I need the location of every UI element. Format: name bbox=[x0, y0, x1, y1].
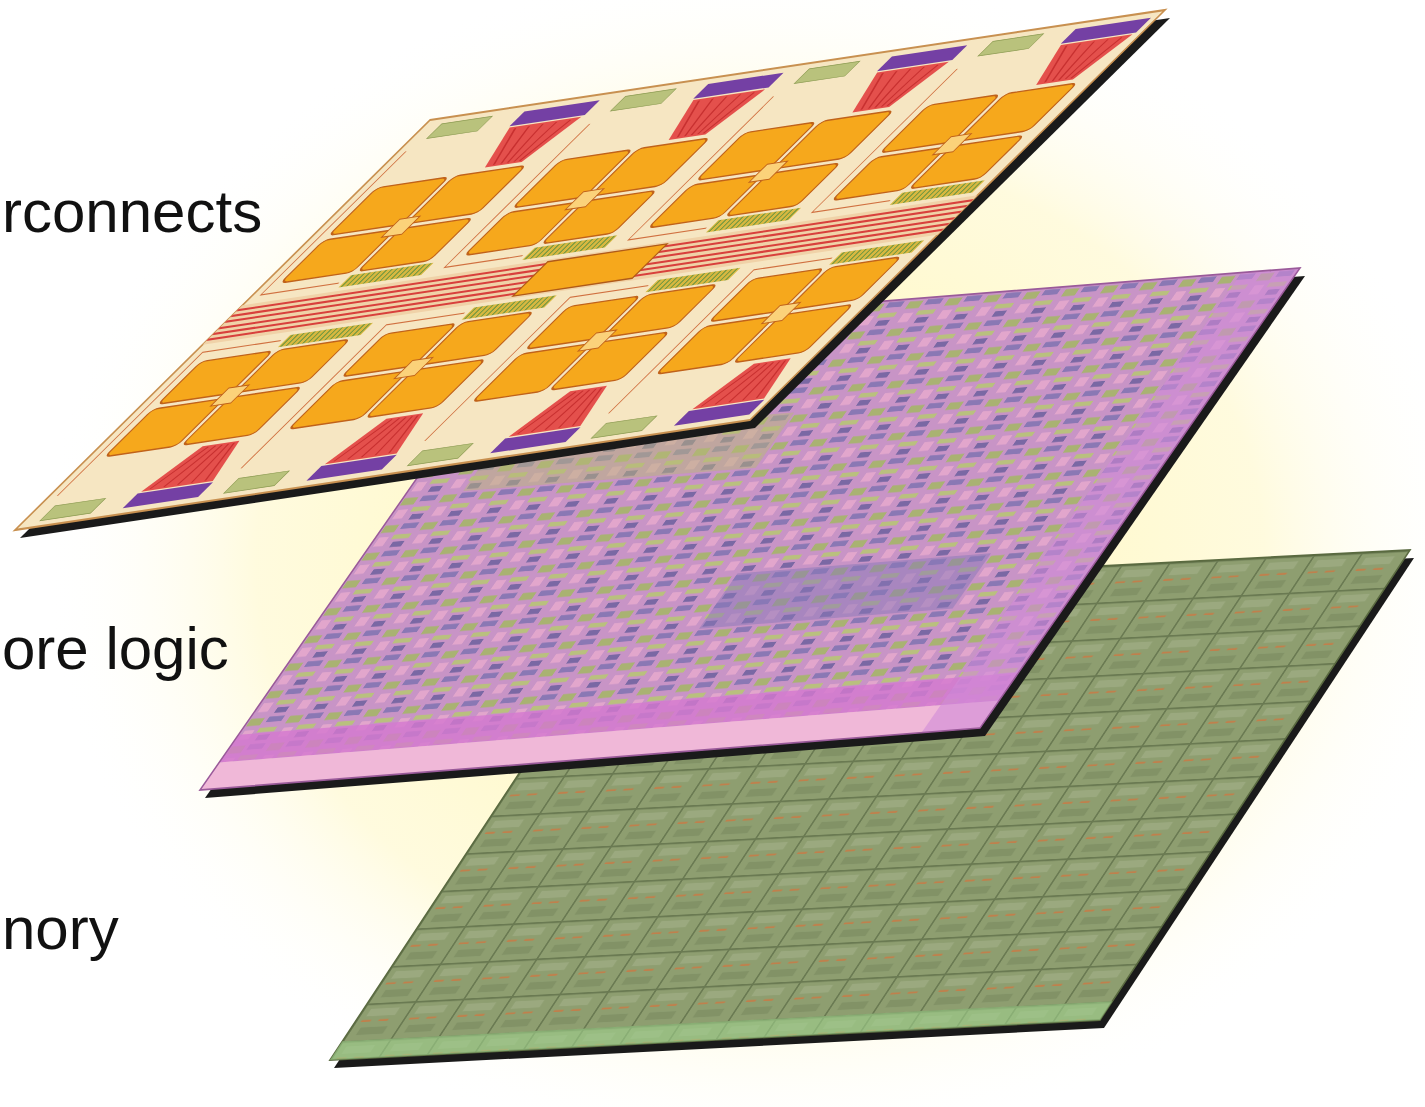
layer-label: ore logic bbox=[2, 619, 229, 679]
layer-label: nory bbox=[2, 899, 119, 959]
layer-label: rconnects bbox=[2, 182, 262, 242]
